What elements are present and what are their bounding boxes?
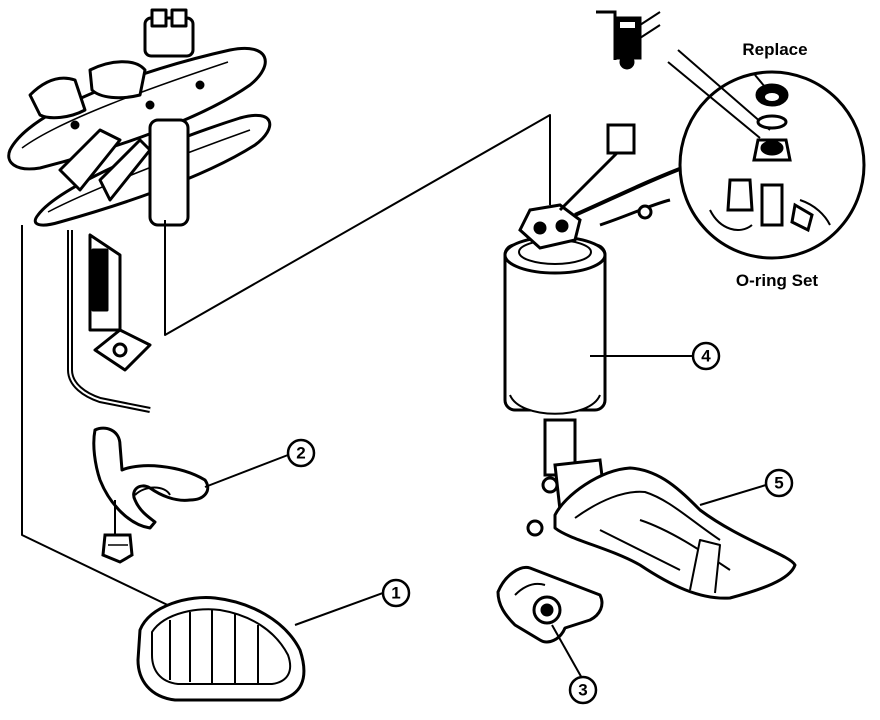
callout-number: 1 bbox=[391, 584, 400, 603]
callout-number: 3 bbox=[578, 681, 587, 700]
clip-part bbox=[496, 565, 604, 644]
strainer-ring-part bbox=[136, 595, 306, 702]
leader-lines bbox=[204, 355, 767, 681]
callout-number: 4 bbox=[701, 347, 711, 366]
fuel-can-icon bbox=[596, 10, 661, 70]
callout-number: 5 bbox=[774, 474, 783, 493]
replace-label: Replace bbox=[742, 40, 807, 59]
filter-part bbox=[553, 466, 797, 600]
callout-number: 2 bbox=[296, 444, 305, 463]
callout-5: 5 bbox=[764, 468, 794, 498]
oring-set-label: O-ring Set bbox=[736, 271, 819, 290]
callout-4: 4 bbox=[691, 341, 721, 371]
callout-1: 1 bbox=[381, 578, 411, 608]
callout-2: 2 bbox=[286, 438, 316, 468]
oring-detail bbox=[667, 49, 866, 260]
fuel-sender-assembly bbox=[7, 8, 551, 611]
bracket-part bbox=[92, 426, 210, 530]
callout-3: 3 bbox=[568, 675, 598, 705]
fuel-pump-part bbox=[503, 123, 691, 537]
bolt-part bbox=[101, 500, 134, 564]
